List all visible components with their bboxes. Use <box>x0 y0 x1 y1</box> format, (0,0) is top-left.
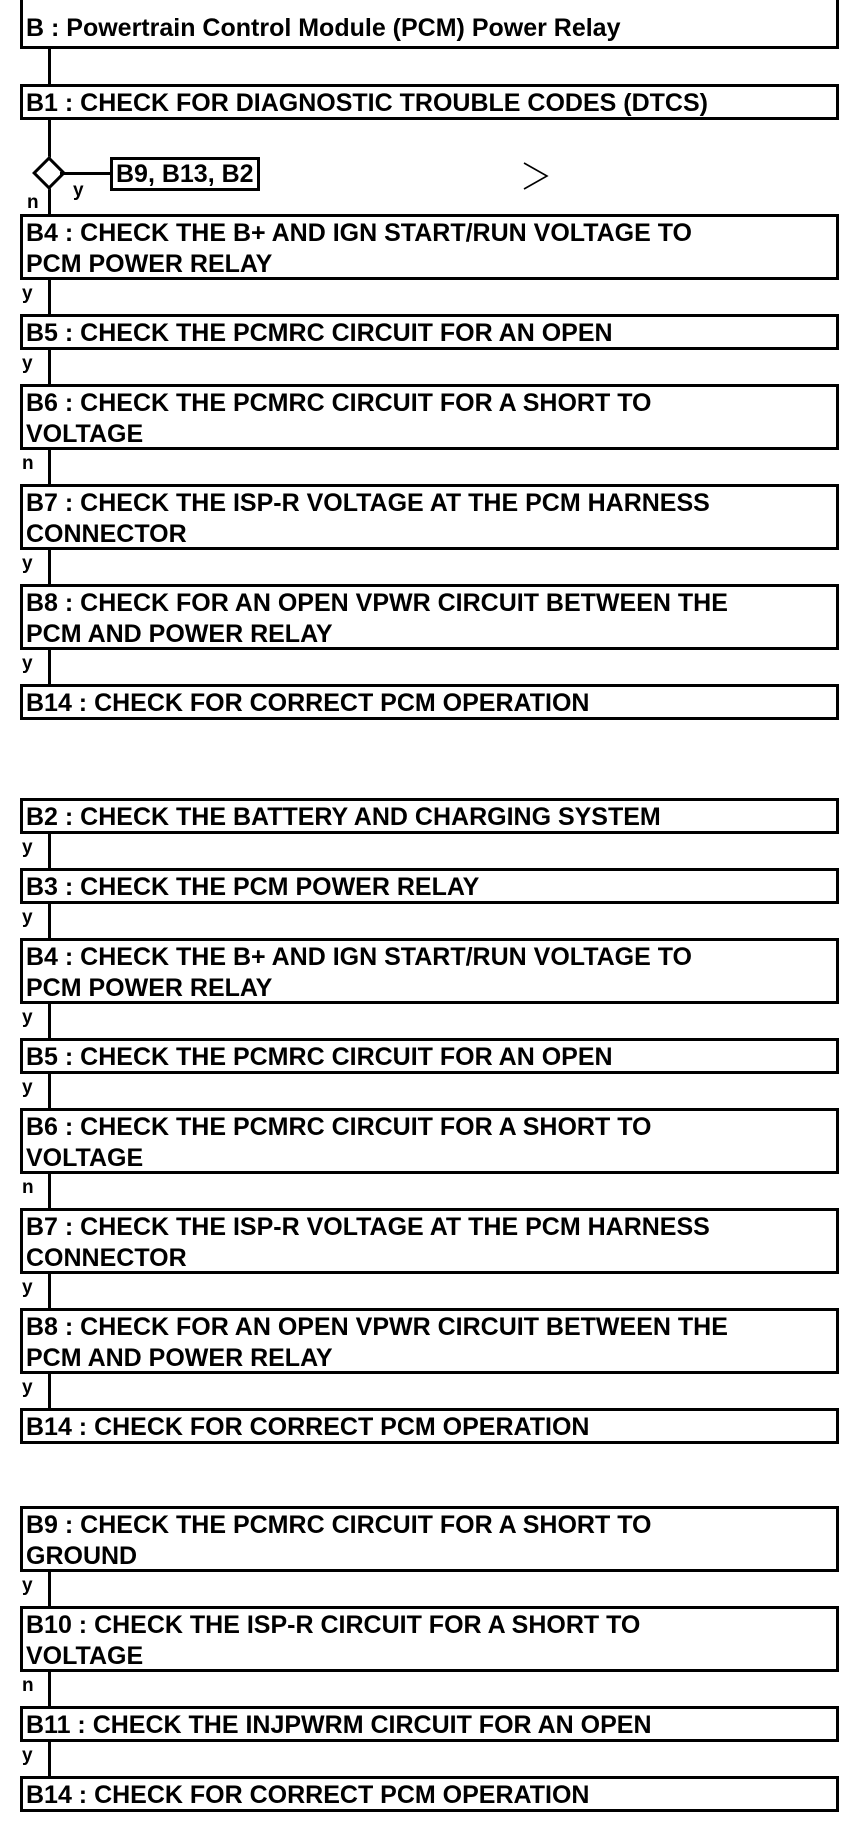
branch-label: y <box>22 1575 33 1596</box>
step-box: B2 : CHECK THE BATTERY AND CHARGING SYST… <box>20 798 839 834</box>
step-text-line1: B14 : CHECK FOR CORRECT PCM OPERATION <box>26 1413 590 1441</box>
branch-label: y <box>22 1077 33 1098</box>
step-text-line1: B9 : CHECK THE PCMRC CIRCUIT FOR A SHORT… <box>26 1511 652 1539</box>
step-box: B14 : CHECK FOR CORRECT PCM OPERATION <box>20 1408 839 1444</box>
step-text-line1: B11 : CHECK THE INJPWRM CIRCUIT FOR AN O… <box>26 1711 652 1739</box>
step-box: B7 : CHECK THE ISP-R VOLTAGE AT THE PCM … <box>20 484 839 550</box>
step-text-line2: CONNECTOR <box>26 1244 187 1272</box>
step-box: B4 : CHECK THE B+ AND IGN START/RUN VOLT… <box>20 938 839 1004</box>
step-text-line1: B8 : CHECK FOR AN OPEN VPWR CIRCUIT BETW… <box>26 589 728 617</box>
connector-line <box>48 1273 51 1309</box>
branch-label: n <box>22 453 34 474</box>
branch-label: n <box>22 1177 34 1198</box>
chevron-right-icon <box>523 162 549 190</box>
step-text-line2: PCM AND POWER RELAY <box>26 1344 333 1372</box>
connector-line <box>48 449 51 485</box>
step-box: B6 : CHECK THE PCMRC CIRCUIT FOR A SHORT… <box>20 384 839 450</box>
step-box: B11 : CHECK THE INJPWRM CIRCUIT FOR AN O… <box>20 1706 839 1742</box>
step-text-line1: B5 : CHECK THE PCMRC CIRCUIT FOR AN OPEN <box>26 319 613 347</box>
step-text-line1: B8 : CHECK FOR AN OPEN VPWR CIRCUIT BETW… <box>26 1313 728 1341</box>
step-text-line1: B14 : CHECK FOR CORRECT PCM OPERATION <box>26 689 590 717</box>
step-box: B14 : CHECK FOR CORRECT PCM OPERATION <box>20 684 839 720</box>
branch-label: y <box>22 907 33 928</box>
step-text-line2: PCM POWER RELAY <box>26 250 273 278</box>
branch-label: y <box>22 837 33 858</box>
connector-line <box>48 1373 51 1409</box>
step-text-line2: VOLTAGE <box>26 1642 144 1670</box>
step-box: B8 : CHECK FOR AN OPEN VPWR CIRCUIT BETW… <box>20 584 839 650</box>
step-box: B5 : CHECK THE PCMRC CIRCUIT FOR AN OPEN <box>20 314 839 350</box>
step-box: B4 : CHECK THE B+ AND IGN START/RUN VOLT… <box>20 214 839 280</box>
branch-label: y <box>22 1007 33 1028</box>
connector-line <box>48 349 51 385</box>
step-text-line2: PCM POWER RELAY <box>26 974 273 1002</box>
step-text-line1: B2 : CHECK THE BATTERY AND CHARGING SYST… <box>26 803 661 831</box>
connector-line <box>48 48 51 85</box>
step-box-b1: B1 : CHECK FOR DIAGNOSTIC TROUBLE CODES … <box>20 84 839 120</box>
step-text-line2: GROUND <box>26 1542 138 1570</box>
step-text-line2: PCM AND POWER RELAY <box>26 620 333 648</box>
connector-line <box>48 1003 51 1039</box>
branch-label: y <box>22 1277 33 1298</box>
step-text-line2: CONNECTOR <box>26 520 187 548</box>
step-text-line1: B6 : CHECK THE PCMRC CIRCUIT FOR A SHORT… <box>26 1113 652 1141</box>
branch-label: y <box>22 283 33 304</box>
step-text-line2: VOLTAGE <box>26 420 144 448</box>
title-text: B : Powertrain Control Module (PCM) Powe… <box>26 14 621 42</box>
step-text: B1 : CHECK FOR DIAGNOSTIC TROUBLE CODES … <box>26 89 708 117</box>
step-box: B5 : CHECK THE PCMRC CIRCUIT FOR AN OPEN <box>20 1038 839 1074</box>
branch-label: y <box>22 1745 33 1766</box>
connector-line <box>48 1671 51 1707</box>
branch-label: y <box>22 653 33 674</box>
step-text-line1: B6 : CHECK THE PCMRC CIRCUIT FOR A SHORT… <box>26 389 652 417</box>
connector-line <box>48 833 51 869</box>
step-box: B8 : CHECK FOR AN OPEN VPWR CIRCUIT BETW… <box>20 1308 839 1374</box>
yes-label: y <box>73 180 84 201</box>
title-box: B : Powertrain Control Module (PCM) Powe… <box>20 0 839 49</box>
connector-line <box>48 1741 51 1777</box>
step-box: B3 : CHECK THE PCM POWER RELAY <box>20 868 839 904</box>
branch-label: y <box>22 1377 33 1398</box>
connector-line <box>48 1571 51 1607</box>
step-box: B14 : CHECK FOR CORRECT PCM OPERATION <box>20 1776 839 1812</box>
connector-line <box>60 172 112 175</box>
connector-line <box>48 1173 51 1209</box>
step-text-line1: B7 : CHECK THE ISP-R VOLTAGE AT THE PCM … <box>26 489 710 517</box>
step-text-line1: B14 : CHECK FOR CORRECT PCM OPERATION <box>26 1781 590 1809</box>
step-text-line1: B7 : CHECK THE ISP-R VOLTAGE AT THE PCM … <box>26 1213 710 1241</box>
step-text-line1: B3 : CHECK THE PCM POWER RELAY <box>26 873 480 901</box>
step-text-line1: B4 : CHECK THE B+ AND IGN START/RUN VOLT… <box>26 943 692 971</box>
reference-box: B9, B13, B2 <box>110 157 260 191</box>
connector-line <box>48 903 51 939</box>
step-text-line1: B10 : CHECK THE ISP-R CIRCUIT FOR A SHOR… <box>26 1611 641 1639</box>
connector-line <box>48 1073 51 1109</box>
branch-label: n <box>22 1675 34 1696</box>
step-text-line1: B4 : CHECK THE B+ AND IGN START/RUN VOLT… <box>26 219 692 247</box>
step-text-line1: B5 : CHECK THE PCMRC CIRCUIT FOR AN OPEN <box>26 1043 613 1071</box>
branch-label: y <box>22 553 33 574</box>
connector-line <box>48 279 51 315</box>
connector-line <box>48 549 51 585</box>
step-box: B10 : CHECK THE ISP-R CIRCUIT FOR A SHOR… <box>20 1606 839 1672</box>
no-label: n <box>27 192 39 213</box>
branch-label: y <box>22 353 33 374</box>
connector-line <box>48 649 51 685</box>
step-text-line2: VOLTAGE <box>26 1144 144 1172</box>
step-box: B9 : CHECK THE PCMRC CIRCUIT FOR A SHORT… <box>20 1506 839 1572</box>
reference-text: B9, B13, B2 <box>116 160 254 188</box>
step-box: B7 : CHECK THE ISP-R VOLTAGE AT THE PCM … <box>20 1208 839 1274</box>
step-box: B6 : CHECK THE PCMRC CIRCUIT FOR A SHORT… <box>20 1108 839 1174</box>
